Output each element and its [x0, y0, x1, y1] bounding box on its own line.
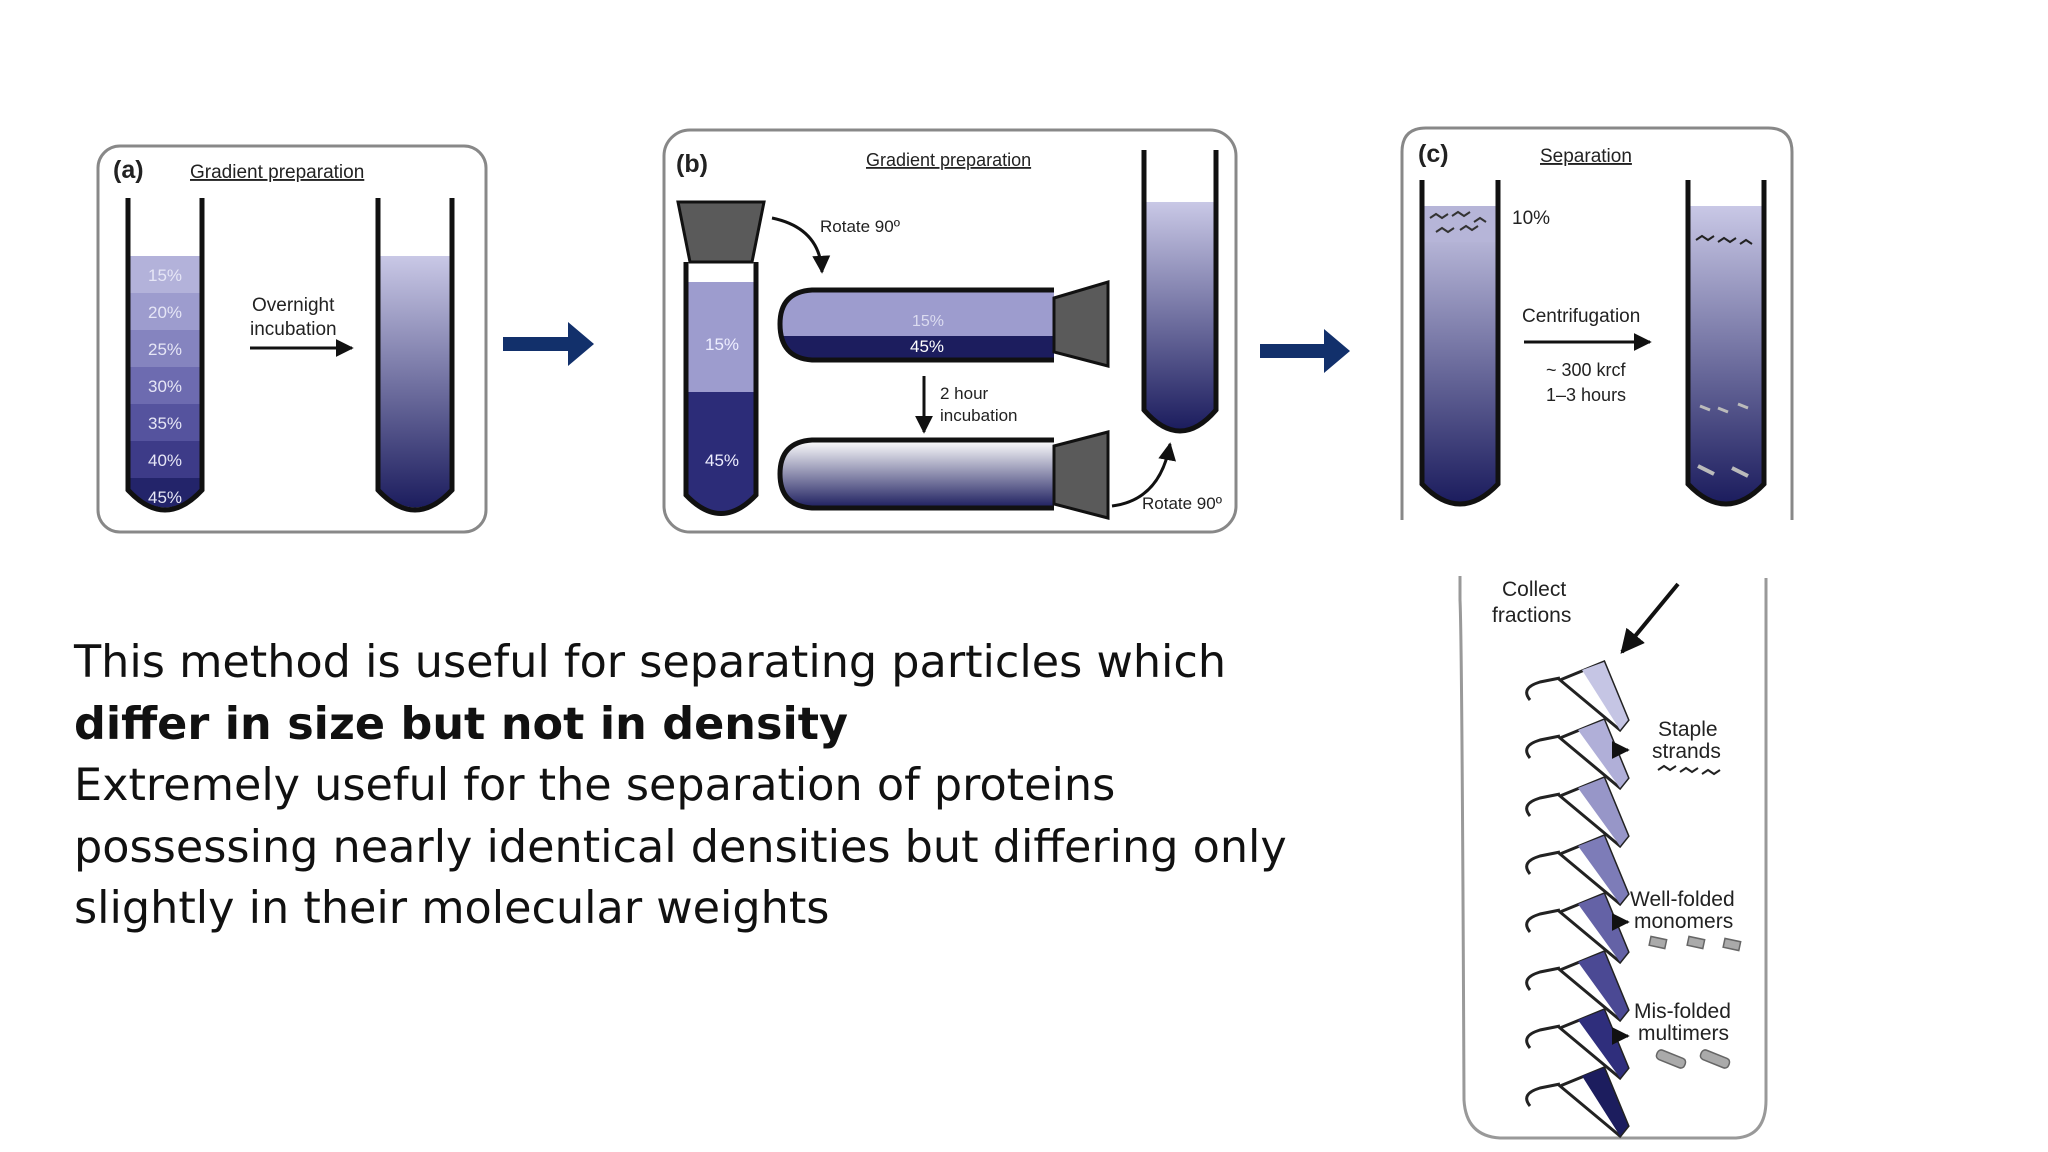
description-text: This method is useful for separating par… [74, 632, 1287, 940]
mis-folded-label: Mis-folded [1634, 1000, 1731, 1023]
collect-label: Collect [1502, 578, 1566, 601]
layer-label: 35% [148, 414, 182, 433]
rotated-gradient-tube [1141, 150, 1219, 434]
b-incubation-label: incubation [940, 406, 1018, 425]
monomers-label: monomers [1634, 910, 1733, 933]
fraction-tube [1525, 892, 1630, 965]
layer-label: 15% [148, 266, 182, 285]
overnight-label: Overnight [252, 295, 335, 316]
horizontal-layer-tube: 15% 45% [777, 279, 1110, 368]
panel-a-letter: (a) [113, 156, 144, 184]
horizontal-gradient-tube [777, 430, 1110, 520]
description-line: slightly in their molecular weights [74, 883, 830, 934]
load-concentration-label: 10% [1512, 208, 1550, 229]
panel-b: (b) Gradient preparation 15% 45% Rotate … [662, 128, 1238, 534]
step-arrow-1 [503, 322, 594, 366]
incubation-label: incubation [250, 319, 337, 340]
tube-upper-label: 15% [705, 335, 739, 354]
fraction-tube [1525, 1008, 1630, 1081]
collection-frame [1458, 576, 1768, 1140]
well-folded-label: Well-folded [1630, 888, 1735, 911]
monomer-glyphs [1648, 935, 1742, 952]
panel-a-title: Gradient preparation [190, 162, 364, 183]
rotate-arrow-bottom [1111, 442, 1177, 508]
multimers-label: multimers [1638, 1022, 1729, 1045]
collect-arrow [1620, 582, 1680, 654]
two-hour-label: 2 hour [940, 384, 989, 403]
horiz-upper-label: 15% [912, 313, 944, 330]
strands-label: strands [1652, 740, 1721, 763]
rotate-bottom-label: Rotate 90º [1142, 494, 1222, 513]
tube-lower-label: 45% [705, 451, 739, 470]
layer-label: 20% [148, 303, 182, 322]
panel-c-title: Separation [1540, 146, 1632, 167]
fraction-tube [1525, 660, 1630, 733]
stepped-gradient-tube: 15% 20% 25% 30% 35% 40% 45% [125, 198, 205, 513]
fraction-tube [1525, 950, 1630, 1023]
capped-layer-tube: 15% 45% [676, 200, 766, 516]
staple-label: Staple [1658, 718, 1718, 741]
collection-panel: Collect fractions [1458, 576, 1768, 1140]
duration-label: 1–3 hours [1546, 385, 1626, 405]
fraction-tube [1525, 1066, 1630, 1139]
layer-label: 45% [148, 488, 182, 507]
description-line: Extremely useful for the separation of p… [74, 760, 1116, 811]
panel-b-title: Gradient preparation [866, 150, 1031, 170]
panel-a: (a) Gradient preparation 15% 20% 25% 30%… [96, 144, 488, 534]
description-line: This method is useful for separating par… [74, 637, 1227, 688]
layer-label: 30% [148, 377, 182, 396]
loaded-tube [1419, 180, 1501, 507]
rotate-top-label: Rotate 90º [820, 217, 900, 236]
continuous-gradient-tube [375, 198, 455, 513]
fraction-tube [1525, 718, 1630, 791]
fraction-tube [1525, 834, 1630, 907]
panel-c: (c) Separation 10% Centrifugation ~ 300 … [1400, 126, 1794, 520]
panel-b-letter: (b) [676, 150, 708, 178]
description-line: possessing nearly identical densities bu… [74, 821, 1287, 873]
speed-label: ~ 300 krcf [1546, 360, 1627, 380]
layer-label: 25% [148, 340, 182, 359]
step-arrow-2 [1260, 329, 1350, 373]
panel-c-letter: (c) [1418, 140, 1449, 168]
multimer-glyphs [1655, 1049, 1731, 1069]
rotate-arrow-top [771, 216, 831, 274]
layer-label: 40% [148, 451, 182, 470]
staple-glyph [1657, 764, 1721, 776]
separated-tube [1685, 180, 1767, 507]
fractions-label: fractions [1492, 604, 1571, 627]
horiz-lower-label: 45% [910, 337, 944, 356]
centrifugation-label: Centrifugation [1522, 306, 1640, 327]
fraction-tube [1525, 776, 1630, 849]
description-emphasis: differ in size but not in density [74, 698, 848, 750]
